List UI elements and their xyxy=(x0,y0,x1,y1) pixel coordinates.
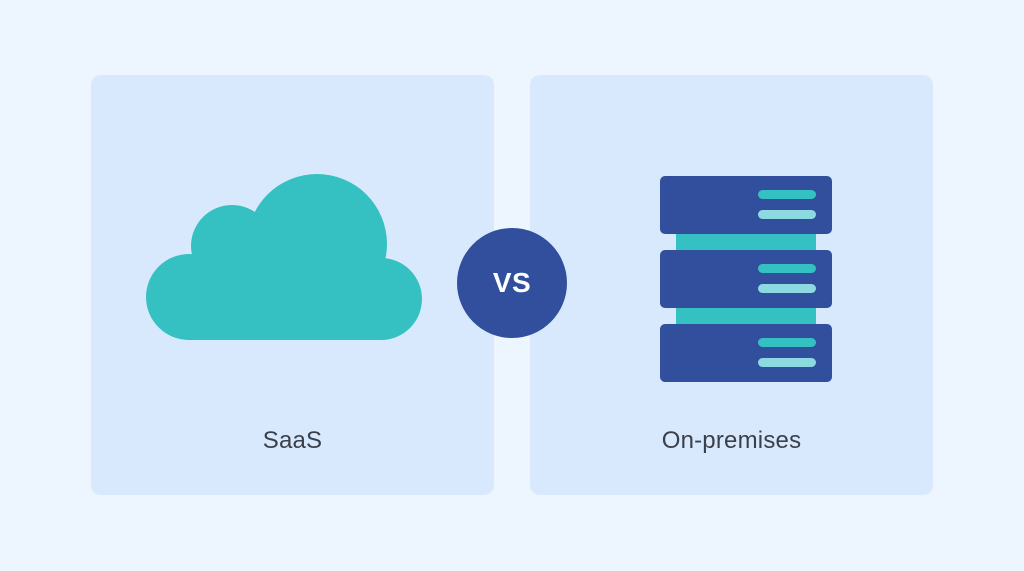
on-premises-label: On-premises xyxy=(661,427,802,454)
vs-label: VS xyxy=(492,267,532,298)
on-premises-panel: On-premises xyxy=(530,75,933,495)
cloud-icon xyxy=(146,174,422,340)
saas-label: SaaS xyxy=(262,427,323,454)
server-icon xyxy=(660,176,832,382)
vs-badge: VS xyxy=(457,228,567,338)
saas-panel: SaaS xyxy=(91,75,494,495)
